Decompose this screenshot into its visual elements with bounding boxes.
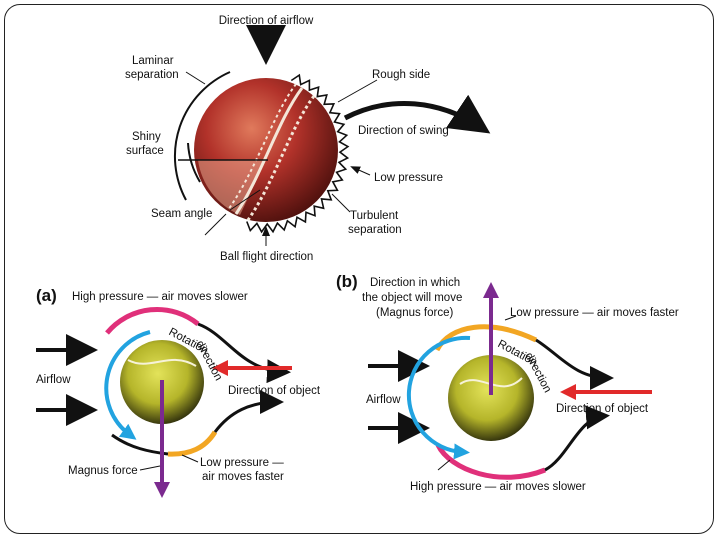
shiny-label-1: Shiny — [132, 131, 161, 143]
panel-b-tag: (b) — [336, 272, 358, 291]
panel-a-low-pressure-label-2: air moves faster — [202, 471, 284, 483]
direction-of-swing-arrow — [343, 94, 491, 134]
tennis-ball-b — [448, 355, 534, 441]
panel-b-direction-move-label-3: (Magnus force) — [376, 307, 454, 319]
direction-of-swing-label: Direction of swing — [358, 125, 449, 137]
panel-b-direction-move-label-2: the object will move — [362, 292, 462, 304]
seam-stitching — [246, 95, 316, 221]
cricket-ball — [194, 78, 338, 222]
panel-b-direction-move-label-1: Direction in which — [370, 277, 460, 289]
rotation-arrow — [104, 330, 151, 440]
panel-b-low-pressure-label: Low pressure — air moves faster — [510, 307, 679, 319]
panel-b-airflow-label: Airflow — [366, 394, 401, 406]
low-pressure-label: Low pressure — [374, 172, 443, 184]
direction-of-airflow-label: Direction of airflow — [219, 15, 314, 27]
low-pressure-arc — [167, 430, 218, 457]
ball-flight-direction-label: Ball flight direction — [220, 251, 313, 263]
slide-frame — [4, 4, 714, 534]
shiny-label-2: surface — [126, 145, 164, 157]
streamline-bottom-b — [544, 405, 610, 472]
high-pressure-arc-b — [435, 443, 546, 480]
streamline-top — [197, 322, 291, 384]
laminar-label-2: separation — [125, 69, 179, 81]
panel-b-high-pressure-label: High pressure — air moves slower — [410, 481, 586, 493]
panel-a-magnus-force-label: Magnus force — [68, 465, 138, 477]
panel-a: (a) High pressure — air moves slower Rot… — [36, 286, 321, 498]
high-pressure-arc — [105, 306, 200, 335]
rough-side-label: Rough side — [372, 69, 430, 81]
rotation-arrow-b — [406, 335, 471, 460]
panel-a-airflow-label: Airflow — [36, 374, 71, 386]
turbulent-separation-zigzag — [246, 73, 350, 234]
laminar-separation-arc — [173, 71, 231, 201]
panel-a-low-pressure-label-1: Low pressure — — [200, 457, 284, 469]
turbulent-label-1: Turbulent — [350, 210, 399, 222]
turbulent-label-2: separation — [348, 224, 402, 236]
panel-a-high-pressure-label: High pressure — air moves slower — [72, 291, 248, 303]
laminar-label-1: Laminar — [132, 55, 174, 67]
panel-b-direction-of-object-label: Direction of object — [556, 403, 649, 415]
panel-b: (b) Direction in which the object will m… — [336, 272, 679, 493]
streamline-top-b — [535, 338, 614, 390]
panel-a-tag: (a) — [36, 286, 57, 305]
streamline-bottom — [213, 390, 284, 433]
panel-a-direction-of-object-label: Direction of object — [228, 385, 321, 397]
cricket-ball-diagram: Direction of airflow Laminar separation … — [125, 15, 491, 263]
shiny-surface-arc — [187, 142, 201, 183]
shiny-surface-region — [198, 160, 266, 215]
seam-angle-label: Seam angle — [151, 208, 212, 220]
